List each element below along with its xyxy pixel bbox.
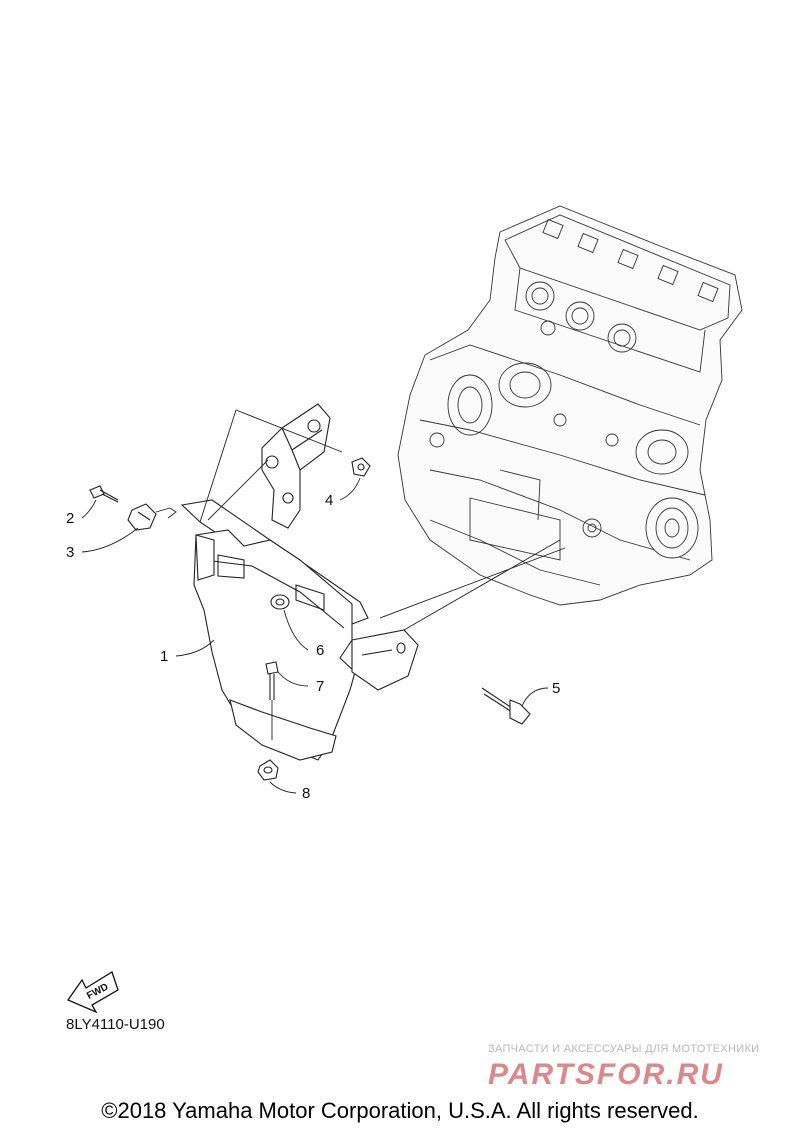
callout-7: 7 <box>316 678 324 695</box>
engine-guard-assembly <box>180 409 566 761</box>
callout-6: 6 <box>316 642 324 659</box>
screw-part-7 <box>265 661 279 740</box>
callout-2: 2 <box>66 510 74 527</box>
upper-mount-bracket <box>261 403 331 529</box>
copyright-notice: ©2018 Yamaha Motor Corporation, U.S.A. A… <box>101 1098 699 1123</box>
callout-1: 1 <box>160 648 168 665</box>
bolt-part-2 <box>89 485 119 503</box>
collar-part-6 <box>270 594 290 610</box>
callout-3: 3 <box>66 544 74 561</box>
watermark-logo-text: PARTSFOR.RU <box>488 1058 724 1091</box>
watermark-tagline: ЗАПЧАСТИ И АКСЕССУАРЫ ДЛЯ МОТОТЕХНИКИ <box>488 1043 760 1055</box>
callout-leaders <box>81 477 549 794</box>
callout-5: 5 <box>552 680 560 697</box>
grommet-part-3 <box>127 503 177 531</box>
bolt-part-5 <box>481 687 531 725</box>
engine-illustration <box>397 205 743 606</box>
watermark-logo: PARTSFOR.RU <box>488 1058 724 1091</box>
callout-4: 4 <box>325 492 333 509</box>
callout-8: 8 <box>302 785 310 802</box>
nut-part-4 <box>351 457 371 477</box>
forward-arrow-icon: FWD <box>67 971 119 1014</box>
diagram-code: 8LY4110-U190 <box>66 1016 165 1033</box>
nut-part-8 <box>257 759 279 781</box>
